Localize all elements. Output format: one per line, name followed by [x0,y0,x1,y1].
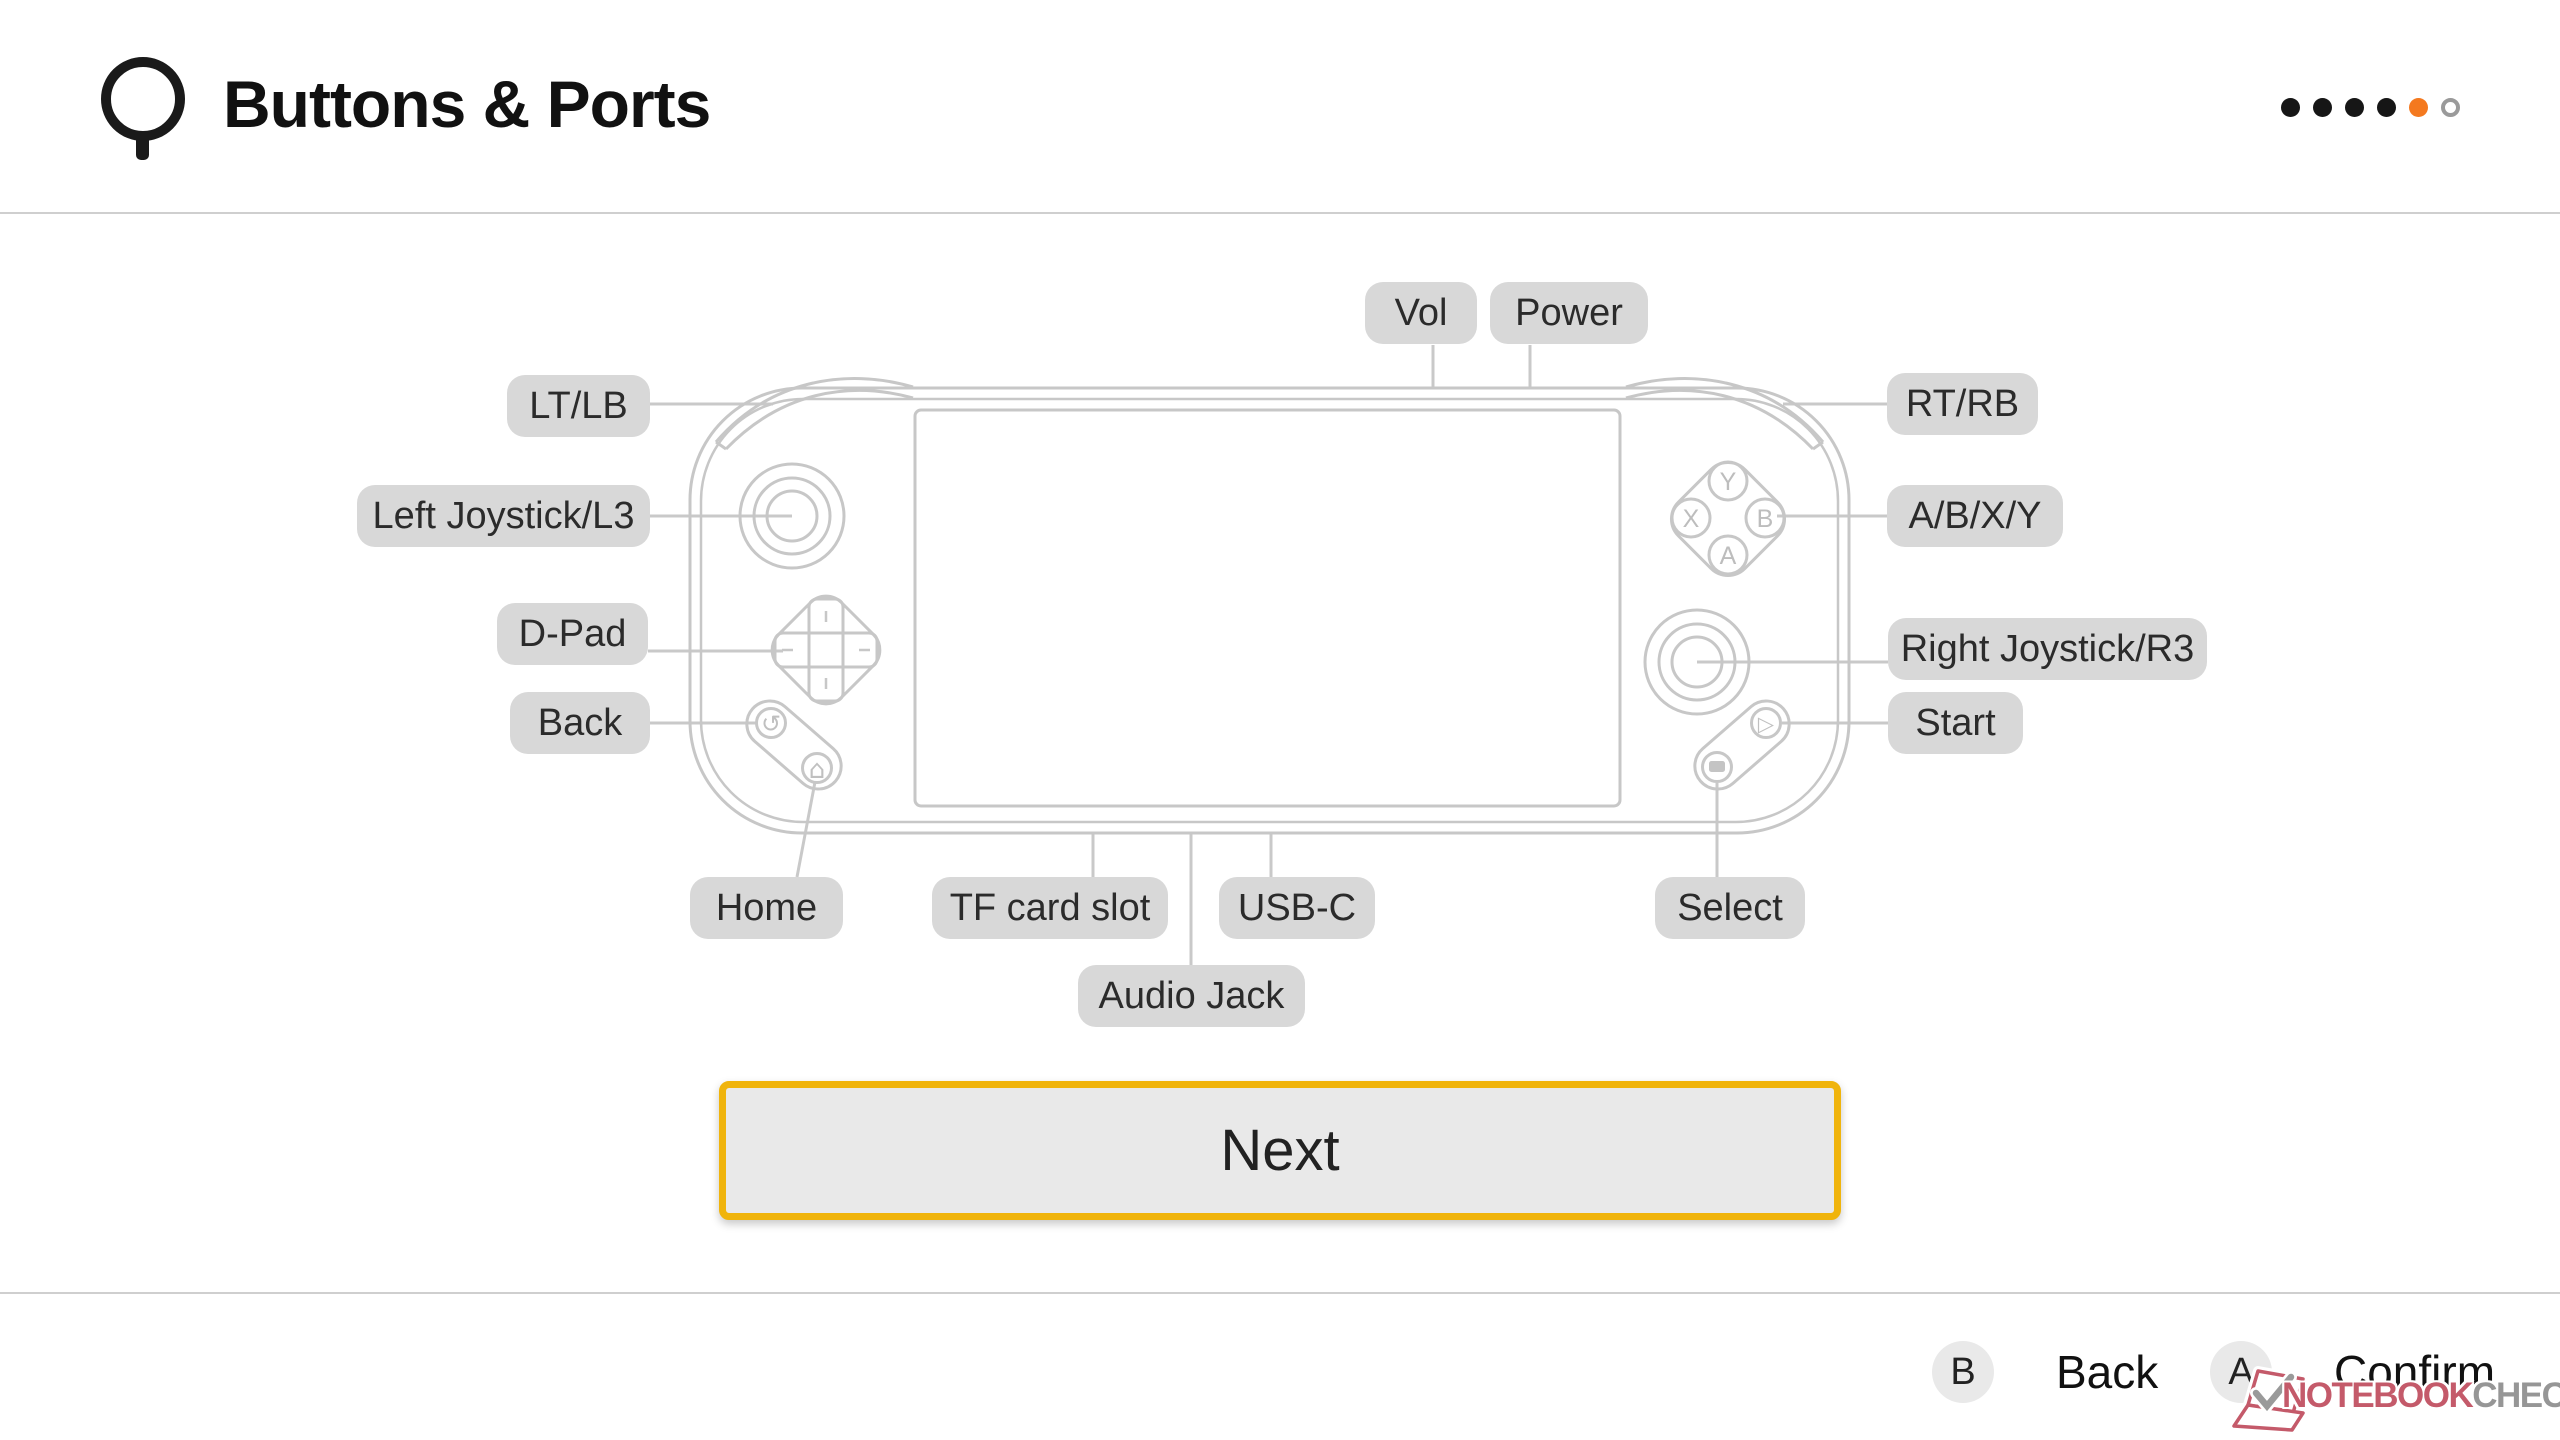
back-home-cluster [745,699,843,791]
next-button[interactable]: Next [719,1081,1841,1220]
connector-lines [648,345,1888,965]
d-pad [770,594,882,706]
start-select-cluster [1693,699,1791,791]
label-power: Power [1490,282,1648,344]
hint-confirm: A Confirm [2210,1341,2495,1403]
label-left-joystick: Left Joystick/L3 [357,485,650,547]
pin-circle-icon [101,57,185,160]
a-button-letter: A [1720,542,1737,570]
b-key-badge: B [1932,1341,1994,1403]
home-icon: ⌂ [809,755,826,785]
pagination-dot-empty [2441,98,2460,117]
screen [913,408,1622,808]
label-home: Home [690,877,843,939]
pagination-dot-filled [2377,98,2396,117]
left-bumper [714,377,914,451]
page-title: Buttons & Ports [223,67,711,141]
select-rect-icon [1709,761,1725,772]
right-joystick [1643,608,1751,716]
label-start: Start [1888,692,2023,754]
header-divider [0,212,2560,214]
start-play-icon: ▷ [1758,712,1775,736]
label-tf-card-slot: TF card slot [932,877,1168,939]
x-button-letter: X [1683,505,1700,533]
abxy-cluster [1669,460,1787,578]
label-right-joystick: Right Joystick/R3 [1888,618,2207,680]
pagination-dot-active [2409,98,2428,117]
footer-divider [0,1292,2560,1294]
label-rt-rb: RT/RB [1887,373,2038,435]
hint-back-label: Back [2056,1346,2159,1398]
label-d-pad: D-Pad [497,603,648,665]
label-lt-lb: LT/LB [507,375,650,437]
pagination-dot-filled [2281,98,2300,117]
pagination-dots [2281,98,2460,117]
notebookcheck-wordmark: NOTEBOOKCHECK [2282,1376,2560,1416]
device-body-outline [688,386,1851,835]
back-arrow-icon: ↺ [761,710,781,738]
label-vol: Vol [1365,282,1477,344]
watermark-check-text: CHECK [2472,1376,2560,1415]
label-usb-c: USB-C [1219,877,1375,939]
label-select: Select [1655,877,1805,939]
left-joystick [738,462,846,570]
pagination-dot-filled [2345,98,2364,117]
label-abxy: A/B/X/Y [1887,485,2063,547]
notebookcheck-laptop-icon [2229,1366,2308,1435]
hint-back: B Back [1932,1341,2158,1403]
y-button-letter: Y [1720,468,1737,496]
notebookcheck-watermark: NOTEBOOKCHECK [2228,1362,2560,1440]
pagination-dot-filled [2313,98,2332,117]
b-button-letter: B [1757,505,1774,533]
watermark-notebook-text: NOTEBOOK [2282,1376,2474,1415]
label-back: Back [510,692,650,754]
device-body-seam [699,397,1840,824]
right-bumper [1625,377,1825,451]
hint-confirm-label: Confirm [2334,1346,2496,1398]
label-audio-jack: Audio Jack [1078,965,1305,1027]
